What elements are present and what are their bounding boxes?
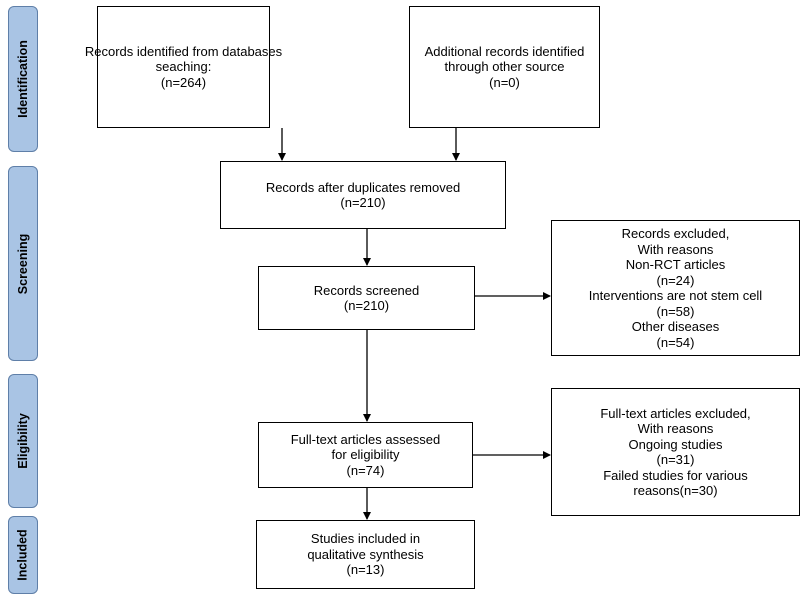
text-line: (n=13) — [346, 562, 385, 578]
text-line: (n=74) — [346, 462, 385, 478]
phase-included: Included — [8, 516, 38, 594]
text-line: seaching: — [155, 59, 212, 75]
text-line: (n=210) — [343, 298, 390, 313]
box-records-identified-databases: Records identified from databases seachi… — [85, 6, 282, 128]
phase-eligibility: Eligibility — [8, 374, 38, 508]
box-records-screened: Records screened (n=210) — [258, 266, 475, 330]
text-line: Records after duplicates removed — [265, 179, 461, 195]
box-studies-included: Studies included in qualitative synthesi… — [256, 520, 475, 589]
text-line: With reasons — [637, 421, 714, 436]
text-line: Records screened — [313, 282, 420, 298]
text-line: Records excluded, — [621, 226, 730, 241]
text-line: Ongoing studies — [628, 436, 723, 452]
text-line: Failed studies for various — [603, 467, 748, 483]
text-line: (n=210) — [340, 195, 386, 210]
text-line: (n=58) — [656, 303, 695, 319]
text-line: qualitative synthesis — [307, 546, 424, 562]
text-line: (n=24) — [656, 272, 695, 288]
phase-identification-label: Identification — [16, 40, 30, 118]
text-line: With reasons — [637, 241, 714, 257]
box-duplicates-removed: Records after duplicates removed (n=210) — [220, 161, 506, 229]
text-line: Records identified from databases — [84, 43, 283, 59]
text-line: for eligibility — [331, 447, 400, 463]
text-line: Studies included in — [310, 531, 421, 547]
phase-included-label: Included — [16, 529, 30, 581]
box-records-other-source: Additional records identified through ot… — [409, 6, 600, 128]
text-line: (n=31) — [656, 452, 695, 467]
text-line: Full-text articles assessed — [290, 431, 441, 447]
text-line: Non-RCT articles — [625, 257, 726, 272]
text-line: (n=0) — [489, 74, 520, 90]
text-line: (n=264) — [160, 74, 207, 90]
box-fulltext-excluded: Full-text articles excluded, With reason… — [551, 388, 800, 516]
text-line: Other diseases — [631, 319, 720, 334]
text-line: reasons(n=30) — [633, 483, 718, 498]
text-line: Full-text articles excluded, — [600, 405, 751, 421]
phase-identification: Identification — [8, 6, 38, 152]
phase-screening-label: Screening — [16, 233, 30, 294]
phase-screening: Screening — [8, 166, 38, 361]
phase-eligibility-label: Eligibility — [16, 413, 30, 469]
text-line: through other source — [444, 59, 565, 75]
text-line: Interventions are not stem cell — [588, 288, 763, 303]
box-fulltext-assessed: Full-text articles assessed for eligibil… — [258, 422, 473, 488]
text-line: (n=54) — [656, 334, 695, 350]
box-records-excluded: Records excluded, With reasons Non-RCT a… — [551, 220, 800, 356]
text-line: Additional records identified — [424, 43, 585, 59]
